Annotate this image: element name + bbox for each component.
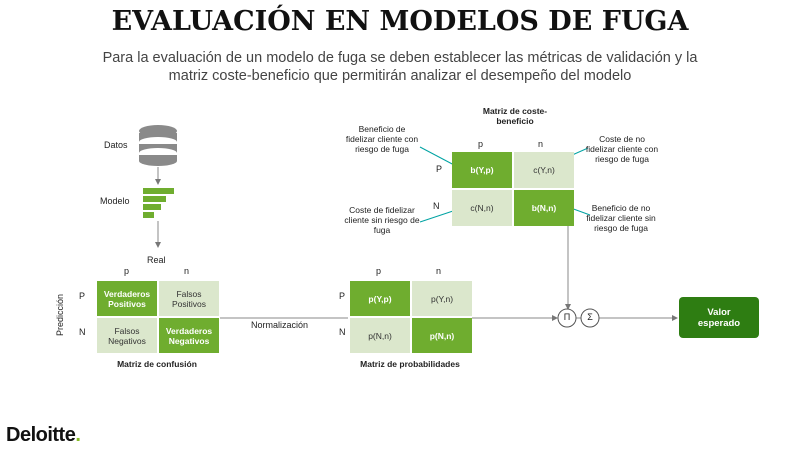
prob-row-n: N <box>339 327 346 337</box>
confusion-cell-fp: Falsos Positivos <box>159 281 219 316</box>
valor-esperado-label: Valor esperado <box>697 306 741 329</box>
confusion-cell-tp: Verdaderos Positivos <box>97 281 157 316</box>
confusion-col-n: n <box>184 266 190 276</box>
confusion-cell-tn: Verdaderos Negativos <box>159 318 219 353</box>
prediccion-label: Predicción <box>55 293 65 336</box>
prob-row-p: P <box>339 291 346 301</box>
prob-caption: Matriz de probabilidades <box>360 359 460 369</box>
confusion-caption: Matriz de confusión <box>117 359 197 369</box>
prob-cell-np: p(N,n) <box>350 318 410 353</box>
modelo-label: Modelo <box>100 196 130 206</box>
prob-col-n: n <box>436 266 442 276</box>
annotation-coste-fidelizar: Coste de fidelizar cliente sin riesgo de… <box>344 205 420 235</box>
real-label: Real <box>147 255 166 265</box>
deloitte-logo: Deloitte. <box>6 424 81 447</box>
prob-cell-yp: p(Y,p) <box>350 281 410 316</box>
coste-row-n: N <box>433 201 440 211</box>
coste-cell-cnn: c(N,n) <box>452 190 512 226</box>
confusion-cell-fn: Falsos Negativos <box>97 318 157 353</box>
brand-name: Deloitte <box>6 424 76 446</box>
annotation-coste-no-fidelizar: Coste de no fidelizar cliente con riesgo… <box>585 134 659 164</box>
prob-col-p: p <box>376 266 382 276</box>
coste-cell-byp: b(Y,p) <box>452 152 512 188</box>
confusion-col-p: p <box>124 266 130 276</box>
pi-operator: Π <box>563 312 571 322</box>
subtitle-line-2: matriz coste-beneficio que permitirán an… <box>168 68 632 84</box>
subtitle-line-1: Para la evaluación de un modelo de fuga … <box>102 50 698 66</box>
sigma-operator: Σ <box>587 312 593 322</box>
coste-row-p: P <box>436 164 443 174</box>
normalizacion-label: Normalización <box>251 320 309 330</box>
valor-esperado-box: Valor esperado <box>679 297 759 338</box>
annotation-beneficio-fidelizar: Beneficio de fidelizar cliente con riesg… <box>345 124 419 154</box>
model-bars-icon <box>143 188 174 218</box>
confusion-row-n: N <box>79 327 86 337</box>
annotation-beneficio-no-fidelizar: Beneficio de no fidelizar cliente sin ri… <box>586 203 656 233</box>
coste-col-n: n <box>538 139 544 149</box>
database-icon <box>139 125 177 166</box>
prob-cell-yn: p(Y,n) <box>412 281 472 316</box>
brand-dot: . <box>75 424 81 446</box>
coste-title: Matriz de coste-beneficio <box>482 106 548 126</box>
page-title: EVALUACIÓN EN MODELOS DE FUGA <box>111 6 689 37</box>
page-subtitle: Para la evaluación de un modelo de fuga … <box>40 49 760 85</box>
coste-col-p: p <box>478 139 484 149</box>
coste-cell-bnn: b(N,n) <box>514 190 574 226</box>
prob-cell-nn: p(N,n) <box>412 318 472 353</box>
datos-label: Datos <box>104 140 128 150</box>
coste-cell-cyn: c(Y,n) <box>514 152 574 188</box>
confusion-row-p: P <box>79 291 86 301</box>
